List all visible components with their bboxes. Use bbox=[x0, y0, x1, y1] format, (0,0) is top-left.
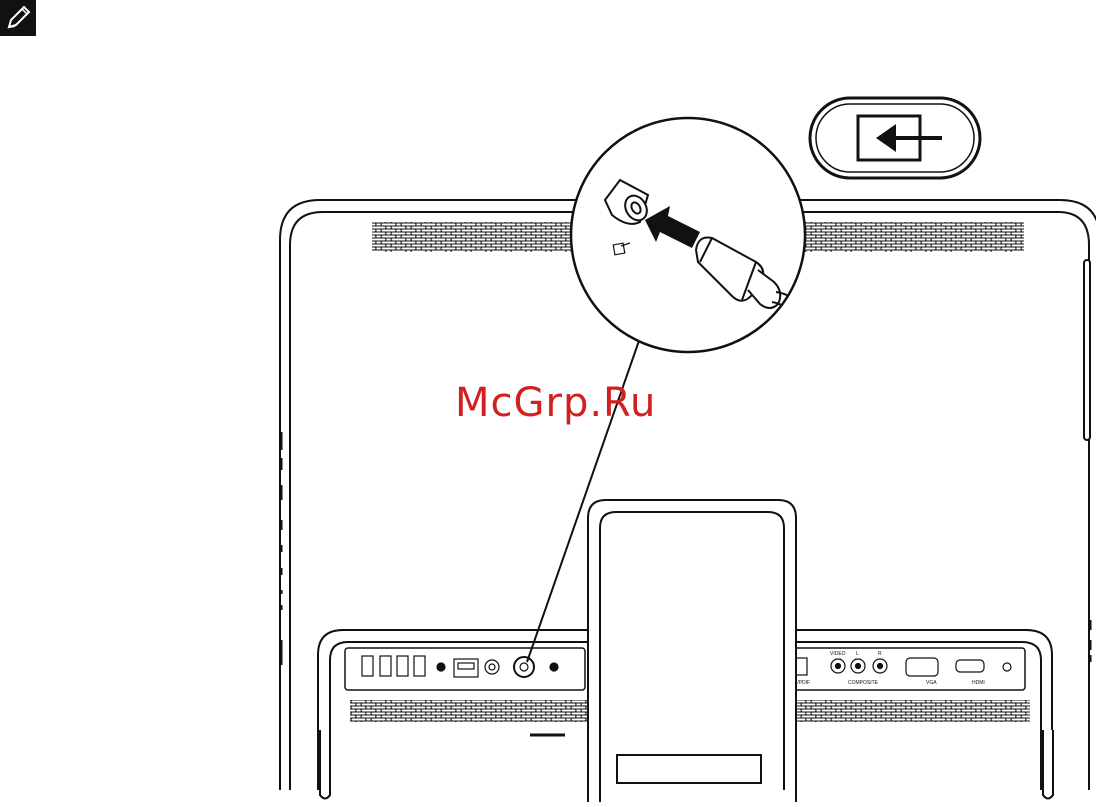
stand bbox=[588, 500, 796, 802]
left-audio-label: L bbox=[856, 651, 859, 657]
video-label: VIDEO bbox=[830, 651, 846, 657]
vga-label: VGA bbox=[926, 680, 937, 686]
right-audio-label: R bbox=[878, 651, 882, 657]
hdmi-label: HDMI bbox=[972, 680, 985, 686]
right-ports bbox=[795, 658, 1011, 676]
composite-label: COMPOSITE bbox=[848, 680, 879, 686]
magnified-callout bbox=[571, 118, 812, 352]
power-input-icon bbox=[810, 98, 980, 178]
pencil-note-icon bbox=[0, 0, 36, 36]
watermark: McGrp.Ru bbox=[455, 380, 656, 426]
